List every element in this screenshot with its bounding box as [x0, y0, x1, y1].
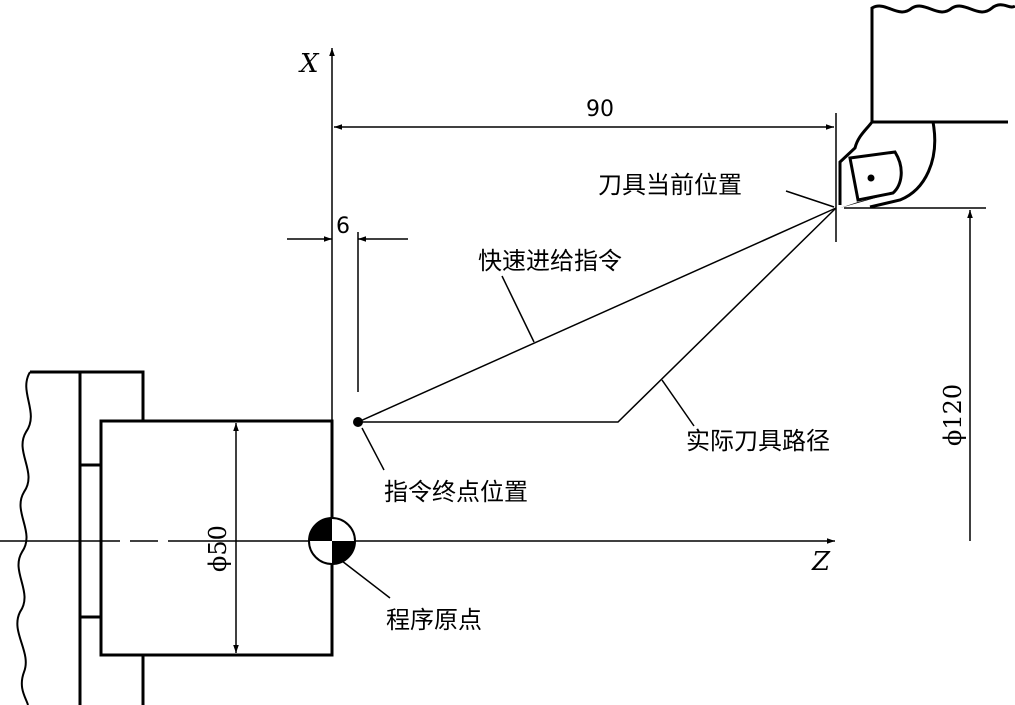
length-dimension-label: 90 — [586, 97, 614, 122]
command-end-leader — [361, 427, 385, 471]
actual-path-leader — [661, 379, 695, 427]
z-axis-label: Z — [811, 547, 831, 577]
command-end-position-label: 指令终点位置 — [384, 478, 528, 506]
actual-tool-path-label: 实际刀具路径 — [686, 427, 830, 455]
x-axis-label: X — [298, 49, 320, 79]
offset-dimension-label: 6 — [336, 214, 350, 239]
chuck-break-line — [16, 371, 32, 705]
tool-holder — [838, 3, 1015, 205]
tool-holder-nose — [869, 121, 937, 209]
tool-insert-edge — [840, 193, 893, 208]
program-origin-label: 程序原点 — [386, 606, 482, 634]
tool — [838, 3, 1015, 209]
rapid-feed-path — [357, 207, 837, 423]
chuck — [16, 370, 145, 705]
rapid-feed-leader — [501, 275, 535, 343]
tool-insert — [848, 150, 903, 202]
actual-tool-path — [358, 207, 837, 423]
tool-diameter-label: ϕ120 — [939, 384, 967, 446]
rapid-feed-command-label: 快速进给指令 — [478, 247, 622, 275]
program-origin-leader — [341, 560, 391, 599]
chuck-body — [30, 370, 145, 705]
workpiece-diameter-label: ϕ50 — [204, 525, 232, 572]
tool-insert-screw — [867, 174, 875, 182]
tool-current-position-label: 刀具当前位置 — [598, 171, 742, 199]
program-origin-symbol — [308, 517, 356, 565]
tool-position-leader — [785, 190, 835, 208]
